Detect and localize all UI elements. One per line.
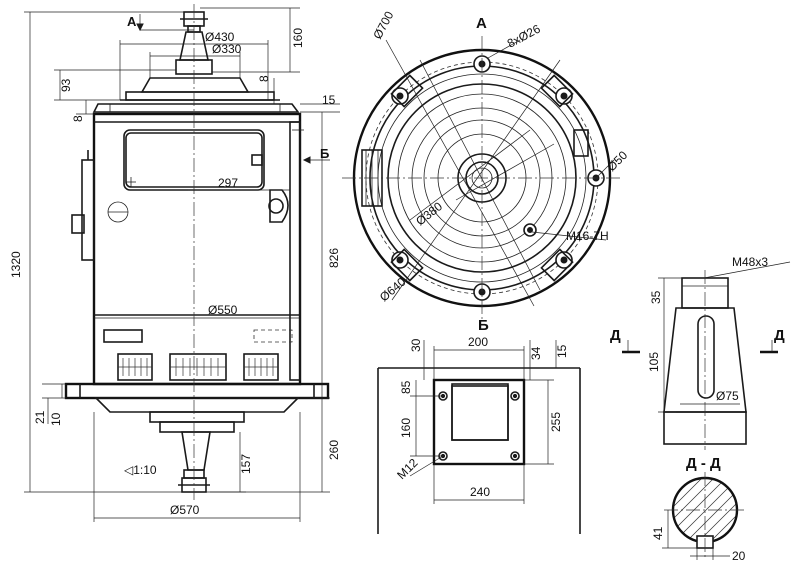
dim-41: 41 bbox=[651, 526, 665, 540]
dim-taper: ◁1:10 bbox=[123, 463, 157, 477]
dim-20: 20 bbox=[732, 549, 746, 563]
shaft-end-detail bbox=[622, 261, 791, 450]
dim-160-b: 160 bbox=[399, 418, 413, 438]
dim-d75: Ø75 bbox=[716, 389, 739, 403]
dim-93: 93 bbox=[59, 78, 73, 92]
dim-15-b: 15 bbox=[555, 344, 569, 358]
dim-826: 826 bbox=[327, 248, 341, 268]
dim-240: 240 bbox=[470, 485, 490, 499]
dim-85: 85 bbox=[399, 380, 413, 394]
dim-holes: 8xØ26 bbox=[505, 22, 543, 51]
dim-21: 21 bbox=[33, 410, 47, 424]
dim-d570: Ø570 bbox=[170, 503, 200, 517]
section-d-d-labels: Д - Д 41 20 bbox=[651, 455, 746, 563]
dim-34: 34 bbox=[529, 346, 543, 360]
section-d-left-mark: Д bbox=[610, 327, 621, 344]
dim-m48: M48x3 bbox=[732, 255, 768, 269]
section-d-d-title: Д - Д bbox=[686, 455, 721, 472]
side-view bbox=[24, 4, 340, 522]
dim-8-top: 8 bbox=[257, 75, 271, 82]
dim-m16: M16-7H bbox=[566, 229, 609, 243]
dim-m12: M12 bbox=[394, 455, 421, 482]
section-d-right-mark: Д bbox=[774, 327, 785, 344]
section-d-d bbox=[662, 472, 746, 560]
dim-35: 35 bbox=[649, 290, 663, 304]
dim-160-top: 160 bbox=[291, 28, 305, 48]
dim-d700: Ø700 bbox=[370, 9, 396, 42]
dim-297: 297 bbox=[218, 176, 238, 190]
dim-1320: 1320 bbox=[9, 251, 23, 278]
view-b-plate bbox=[377, 340, 581, 534]
dim-200: 200 bbox=[468, 335, 488, 349]
dim-30: 30 bbox=[409, 338, 423, 352]
dim-d430: Ø430 bbox=[205, 30, 235, 44]
dim-10: 10 bbox=[49, 412, 63, 426]
dim-8-left: 8 bbox=[71, 115, 85, 122]
dim-255: 255 bbox=[549, 412, 563, 432]
view-b-title: Б bbox=[478, 317, 489, 334]
dim-157: 157 bbox=[239, 454, 253, 474]
view-a-flange bbox=[342, 36, 622, 320]
dim-105: 105 bbox=[647, 352, 661, 372]
dim-d330: Ø330 bbox=[212, 42, 242, 56]
side-view-dimension-labels: А Ø430 Ø330 160 93 8 8 15 1320 Б 297 826… bbox=[9, 14, 341, 517]
shaft-end-labels: M48x3 35 105 Ø75 Д Д bbox=[610, 255, 785, 403]
dim-15-top: 15 bbox=[322, 93, 336, 107]
view-a-title: А bbox=[476, 15, 487, 32]
view-b-labels: 200 30 34 15 85 160 255 M12 240 bbox=[394, 335, 569, 499]
view-a-arrow-label: А bbox=[127, 14, 137, 29]
dim-d550: Ø550 bbox=[208, 303, 238, 317]
dim-260: 260 bbox=[327, 440, 341, 460]
view-b-arrow-label: Б bbox=[320, 146, 329, 161]
